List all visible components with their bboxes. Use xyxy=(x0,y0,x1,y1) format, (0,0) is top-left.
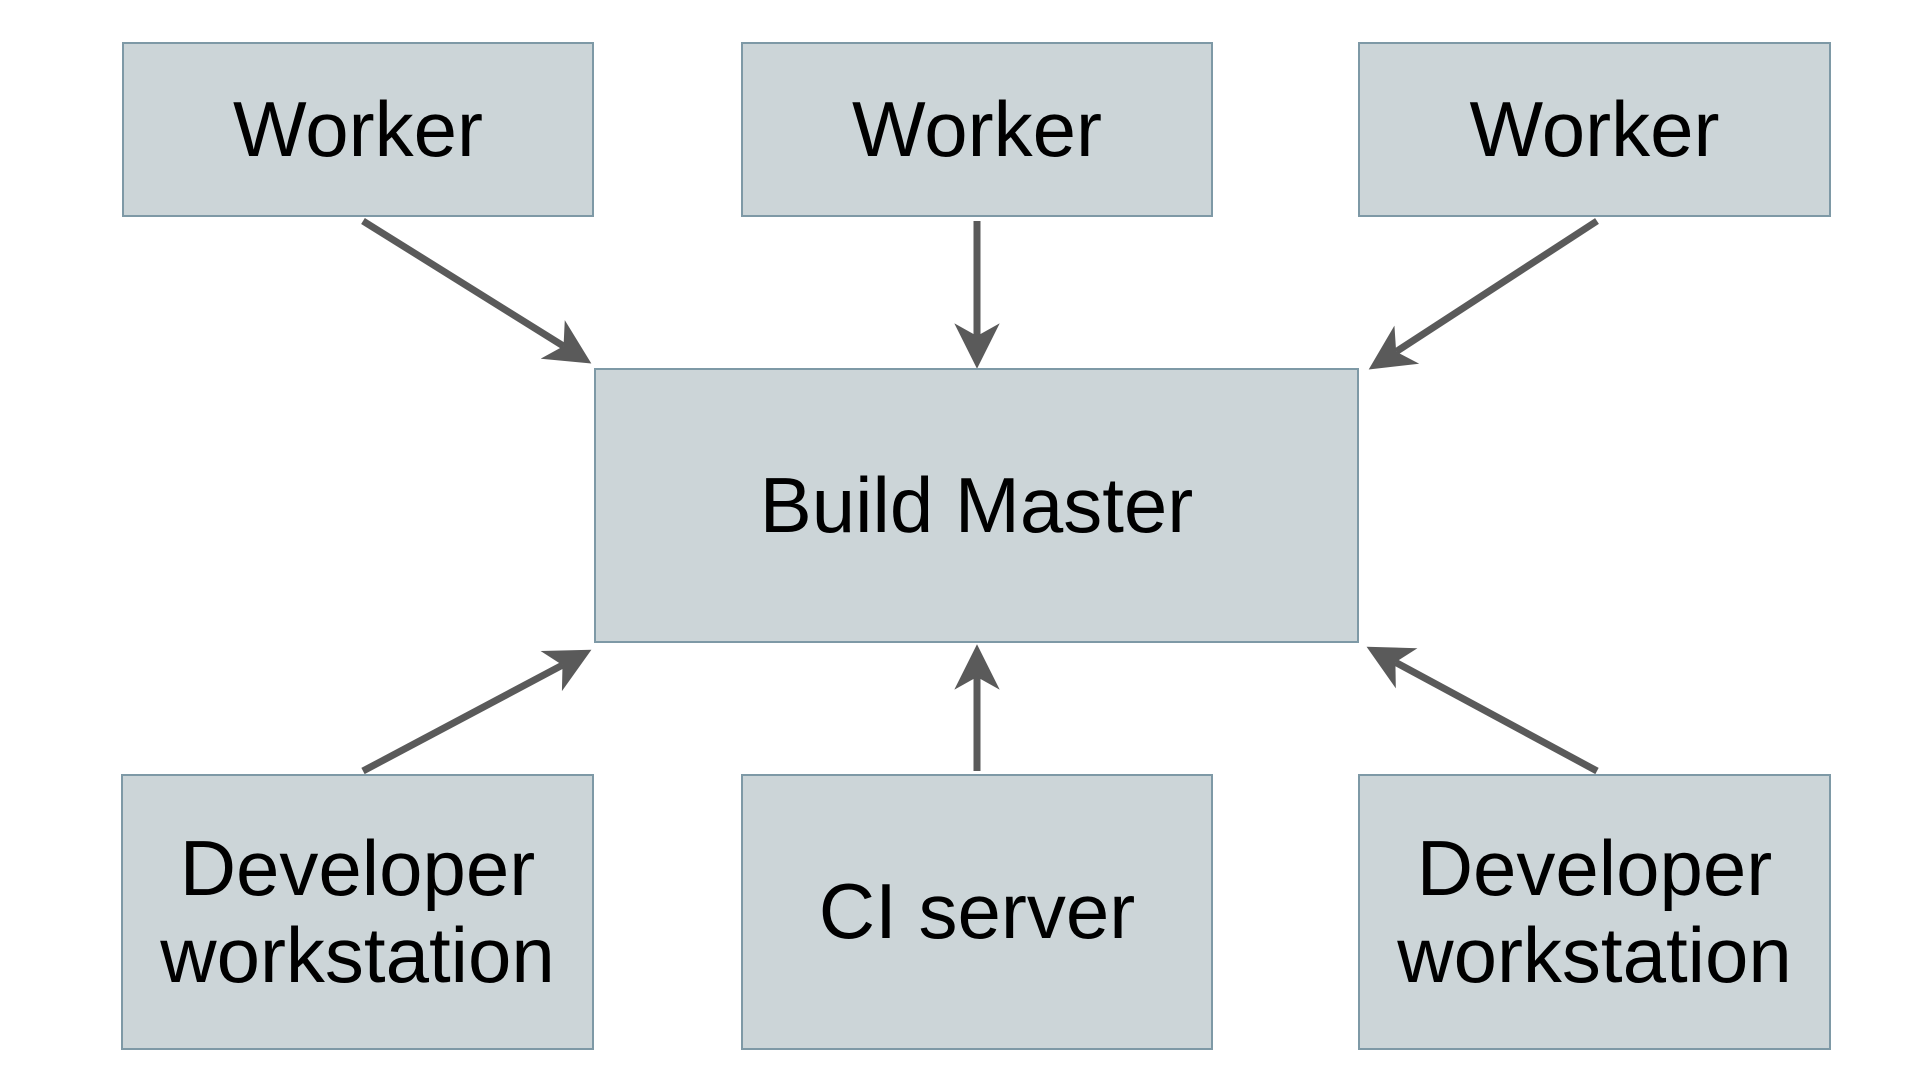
node-worker-3-label: Worker xyxy=(1469,84,1720,173)
node-worker-3: Worker xyxy=(1358,42,1831,217)
node-developer-workstation-1: Developer workstation xyxy=(121,774,594,1050)
node-ci-server-label: CI server xyxy=(818,867,1136,956)
node-build-master-label: Build Master xyxy=(759,460,1194,549)
node-developer-workstation-1-label: Developer workstation xyxy=(160,823,555,999)
node-developer-workstation-2: Developer workstation xyxy=(1358,774,1831,1050)
node-worker-1: Worker xyxy=(122,42,594,217)
node-worker-2: Worker xyxy=(741,42,1213,217)
node-build-master: Build Master xyxy=(594,368,1359,643)
node-worker-1-label: Worker xyxy=(233,84,483,173)
arrow-worker-1-to-build-master xyxy=(361,218,592,364)
arrow-developer-workstation-1-to-build-master xyxy=(361,649,592,775)
node-developer-workstation-2-label: Developer workstation xyxy=(1397,823,1792,999)
node-ci-server: CI server xyxy=(741,774,1213,1050)
arrow-developer-workstation-2-to-build-master xyxy=(1366,646,1599,775)
node-worker-2-label: Worker xyxy=(852,84,1102,173)
arrow-worker-3-to-build-master xyxy=(1368,218,1599,370)
